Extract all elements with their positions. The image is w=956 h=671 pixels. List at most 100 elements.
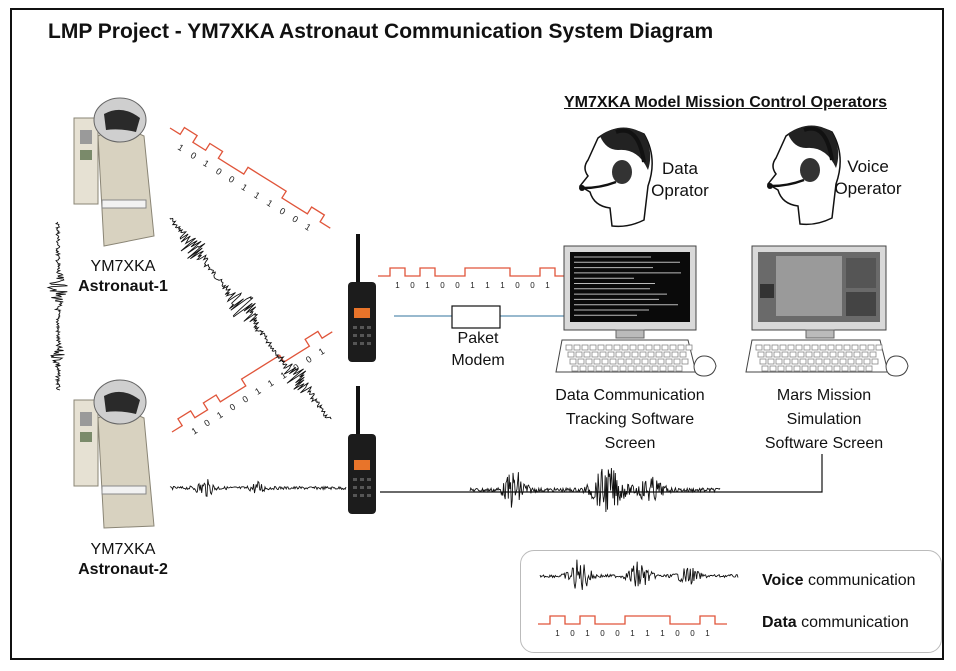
keyboard-key bbox=[587, 365, 595, 372]
keyboard-key bbox=[857, 365, 865, 372]
mars-keyboard-icon bbox=[745, 339, 889, 373]
keyboard-key bbox=[795, 344, 803, 351]
mars-computer-monitor-icon bbox=[751, 245, 887, 339]
keyboard-key bbox=[845, 351, 853, 358]
astronaut-1-name: Astronaut-1 bbox=[78, 278, 168, 295]
astronaut-2-label: YM7XKA Astronaut-2 bbox=[68, 540, 178, 580]
keyboard-key bbox=[591, 351, 599, 358]
data-keyboard-icon bbox=[555, 339, 697, 373]
keyboard-key bbox=[655, 351, 663, 358]
astronaut-2-callsign: YM7XKA bbox=[90, 541, 156, 558]
keyboard-key bbox=[839, 358, 847, 365]
keyboard-key bbox=[801, 365, 809, 372]
binary-digit: 1 bbox=[215, 410, 225, 421]
keyboard-key bbox=[661, 344, 669, 351]
keyboard-key bbox=[619, 365, 627, 372]
data-operator-label: Data Oprator bbox=[650, 158, 710, 202]
legend-voice-rest: communication bbox=[803, 572, 916, 589]
keyboard-key bbox=[811, 344, 819, 351]
modem-icon bbox=[451, 305, 501, 329]
keyboard-key bbox=[787, 344, 795, 351]
binary-digit: 0 bbox=[202, 417, 212, 428]
binary-digit: 1 bbox=[425, 281, 430, 290]
voice-operator-line1: Voice bbox=[847, 157, 889, 176]
data-operator-line2: Oprator bbox=[651, 181, 709, 201]
keyboard-key bbox=[675, 365, 683, 372]
keyboard-key bbox=[771, 344, 779, 351]
data-computer-monitor-icon bbox=[563, 245, 697, 339]
keyboard-key bbox=[593, 358, 601, 365]
keyboard-key bbox=[581, 344, 589, 351]
diagram-frame bbox=[10, 8, 944, 660]
data-operator-line1: Data bbox=[662, 159, 698, 178]
keyboard-key bbox=[819, 344, 827, 351]
keyboard-key bbox=[777, 365, 785, 372]
keyboard-key bbox=[611, 365, 619, 372]
binary-digit: 0 bbox=[227, 174, 237, 185]
keyboard-key bbox=[677, 344, 685, 351]
binary-digit: 1 bbox=[303, 222, 313, 233]
keyboard-key bbox=[835, 344, 843, 351]
keyboard-key bbox=[797, 351, 805, 358]
keyboard-key bbox=[791, 358, 799, 365]
astronaut-1-label: YM7XKA Astronaut-1 bbox=[68, 257, 178, 297]
legend-voice-bold: Voice bbox=[762, 572, 804, 589]
binary-digit: 1 bbox=[705, 629, 710, 638]
data-screen-line3: Screen bbox=[604, 435, 656, 452]
keyboard-key bbox=[871, 358, 879, 365]
keyboard-key bbox=[843, 344, 851, 351]
binary-digit: 0 bbox=[304, 354, 314, 365]
keyboard-key bbox=[647, 351, 655, 358]
keyboard-key bbox=[639, 351, 647, 358]
astronaut-2-icon bbox=[73, 379, 155, 529]
radio-1-icon bbox=[348, 234, 376, 362]
keyboard-key bbox=[657, 358, 665, 365]
keyboard-key bbox=[617, 358, 625, 365]
voice-operator-line2: Operator bbox=[834, 179, 902, 199]
keyboard-key bbox=[831, 358, 839, 365]
keyboard-key bbox=[807, 358, 815, 365]
keyboard-key bbox=[613, 344, 621, 351]
keyboard-key bbox=[793, 365, 801, 372]
keyboard-key bbox=[757, 351, 765, 358]
binary-digit: 1 bbox=[265, 198, 275, 209]
keyboard-key bbox=[609, 358, 617, 365]
binary-digit: 1 bbox=[470, 281, 475, 290]
binary-digit: 1 bbox=[240, 182, 250, 193]
legend-data-bold: Data bbox=[762, 614, 797, 631]
binary-digit: 1 bbox=[176, 142, 186, 153]
keyboard-key bbox=[851, 344, 859, 351]
binary-digit: 1 bbox=[395, 281, 400, 290]
binary-digit: 0 bbox=[690, 629, 695, 638]
keyboard-key bbox=[567, 351, 575, 358]
voice-signal-main bbox=[469, 467, 721, 513]
binary-digit: 0 bbox=[570, 629, 575, 638]
keyboard-key bbox=[869, 351, 877, 358]
keyboard-key bbox=[833, 365, 841, 372]
modem-label: Paket Modem bbox=[438, 328, 518, 373]
binary-digit: 0 bbox=[515, 281, 520, 290]
keyboard-key bbox=[601, 358, 609, 365]
keyboard-key bbox=[837, 351, 845, 358]
keyboard-key bbox=[823, 358, 831, 365]
data-square-wave bbox=[538, 615, 727, 625]
keyboard-key bbox=[569, 358, 577, 365]
keyboard-key bbox=[759, 358, 767, 365]
binary-digit: 1 bbox=[190, 425, 200, 436]
binary-digit: 1 bbox=[555, 629, 560, 638]
data-screen-label: Data Communication Tracking Software Scr… bbox=[530, 384, 730, 456]
keyboard-key bbox=[659, 365, 667, 372]
keyboard-key bbox=[577, 358, 585, 365]
voice-signal-vertical bbox=[46, 221, 68, 391]
keyboard-key bbox=[643, 365, 651, 372]
keyboard-key bbox=[829, 351, 837, 358]
keyboard-key bbox=[595, 365, 603, 372]
keyboard-key bbox=[637, 344, 645, 351]
legend-box bbox=[520, 550, 942, 653]
astronaut-1-callsign: YM7XKA bbox=[90, 258, 156, 275]
keyboard-key bbox=[565, 344, 573, 351]
binary-digit: 1 bbox=[279, 370, 289, 381]
voice-signal-astronaut-1 bbox=[169, 217, 332, 420]
binary-digit: 1 bbox=[585, 629, 590, 638]
